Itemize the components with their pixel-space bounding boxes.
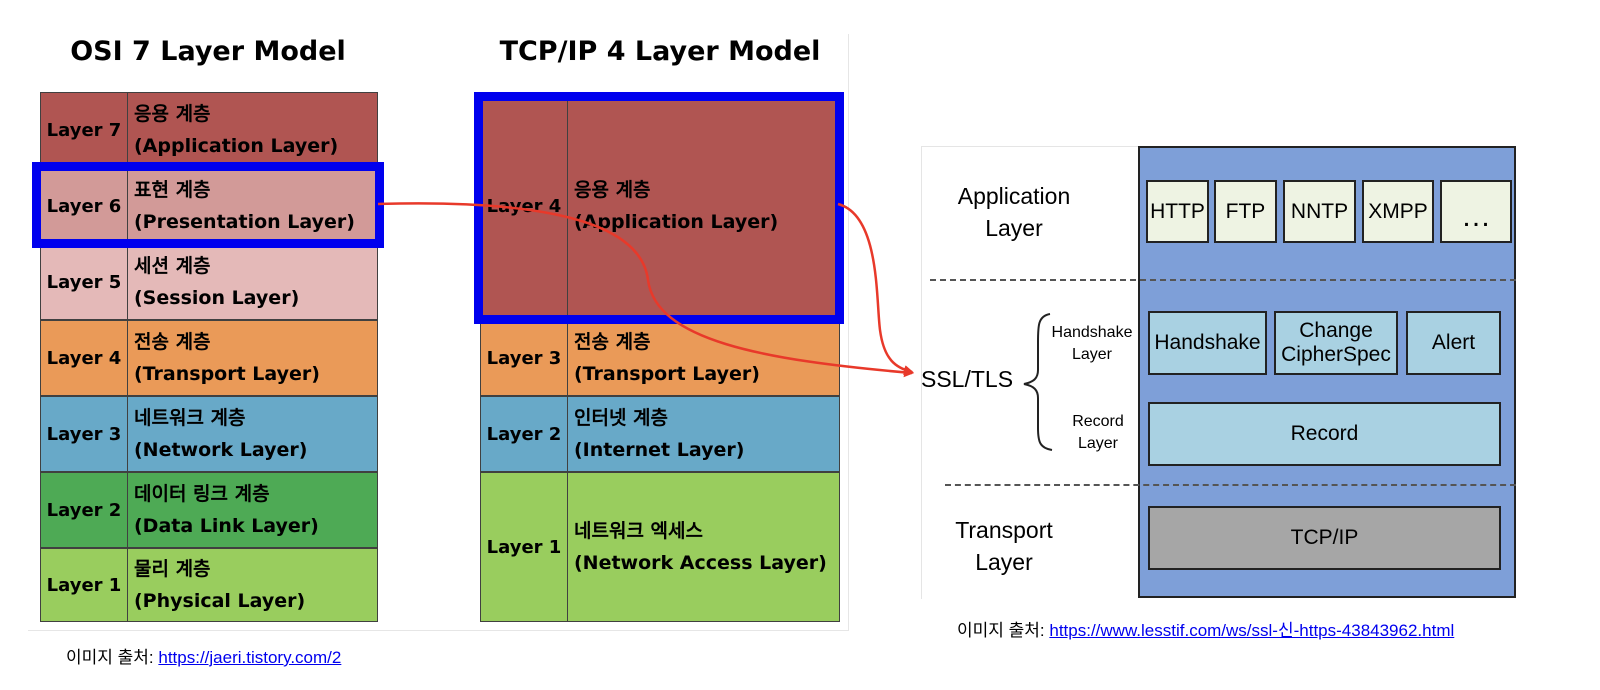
tcpip-layer-1: Layer 1 네트워크 엑세스 (Network Access Layer) (480, 472, 840, 622)
application-to-ssl-arrow (837, 202, 914, 375)
record-layer-label: Record Layer (1052, 411, 1144, 455)
curly-brace-icon (1023, 313, 1053, 451)
label-line: Application (957, 183, 1071, 209)
ssl-label-column (921, 146, 1140, 599)
label-line: Layer (985, 215, 1043, 241)
tcpip-layer-2: Layer 2 인터넷 계층 (Internet Layer) (480, 396, 840, 472)
label-line: Layer (1077, 435, 1119, 452)
layer-name-en: (Transport Layer) (134, 363, 320, 385)
layer-number: Layer 3 (41, 397, 128, 471)
tcpip-layer-3: Layer 3 전송 계층 (Transport Layer) (480, 320, 840, 396)
layer-name-en: (Physical Layer) (134, 590, 306, 612)
osi-layer-3: Layer 3 네트워크 계층 (Network Layer) (40, 396, 378, 472)
osi-layer-2: Layer 2 데이터 링크 계층 (Data Link Layer) (40, 472, 378, 548)
presentation-to-ssl-arrow (377, 202, 914, 378)
layer-name-en: (Data Link Layer) (134, 515, 319, 537)
tcp-ip-box: TCP/IP (1148, 506, 1501, 570)
layer-name-ko: 데이터 링크 계층 (134, 483, 270, 505)
divider-lower (945, 484, 1516, 486)
layer-name-en: (Network Layer) (134, 439, 308, 461)
handshake-box: Handshake (1148, 311, 1267, 375)
label-line: Handshake (1051, 324, 1133, 341)
more-protocols-box: … (1440, 180, 1512, 243)
layer-name-ko: 네트워크 계층 (134, 407, 246, 429)
change-cipherspec-box: Change CipherSpec (1274, 311, 1398, 375)
layer-number: Layer 2 (481, 397, 568, 471)
source-link[interactable]: https://jaeri.tistory.com/2 (158, 648, 342, 667)
transport-layer-label: Transport Layer (934, 514, 1074, 578)
osi-layer-1: Layer 1 물리 계층 (Physical Layer) (40, 548, 378, 622)
osi-title: OSI 7 Layer Model (70, 36, 346, 67)
layer-name-en: (Presentation Layer) (134, 211, 355, 233)
layer-number: Layer 6 (41, 169, 128, 243)
box-line: Change (1299, 319, 1373, 342)
handshake-layer-label: Handshake Layer (1046, 322, 1138, 366)
layer-number: Layer 5 (41, 245, 128, 319)
http-box: HTTP (1146, 180, 1209, 243)
layer-number: Layer 1 (41, 549, 128, 621)
xmpp-box: XMPP (1362, 180, 1434, 243)
divider-upper (930, 279, 1516, 281)
right-image-source: 이미지 출처: https://www.lesstif.com/ws/ssl-신… (957, 616, 1454, 641)
nntp-box: NNTP (1283, 180, 1356, 243)
layer-name-ko: 인터넷 계층 (574, 407, 669, 429)
layer-name-en: (Session Layer) (134, 287, 300, 309)
label-line: Layer (1071, 346, 1113, 363)
layer-number: Layer 3 (481, 321, 568, 395)
layer-name-en: (Application Layer) (134, 135, 339, 157)
layer-name-ko: 네트워크 엑세스 (574, 520, 703, 542)
layer-name-ko: 응용 계층 (574, 179, 651, 201)
layer-name-ko: 표현 계층 (134, 179, 211, 201)
left-image-source: 이미지 출처: https://jaeri.tistory.com/2 (66, 643, 341, 668)
layer-number: Layer 4 (41, 321, 128, 395)
layer-number: Layer 1 (481, 473, 568, 621)
label-line: Record (1072, 413, 1124, 430)
layer-name-en: (Transport Layer) (574, 363, 760, 385)
layer-name-ko: 전송 계층 (134, 331, 211, 353)
record-box: Record (1148, 402, 1501, 466)
label-line: Transport (955, 517, 1053, 543)
layer-name-ko: 물리 계층 (134, 558, 211, 580)
layer-name-en: (Network Access Layer) (574, 552, 827, 574)
label-line: Layer (975, 549, 1033, 575)
osi-layer-4: Layer 4 전송 계층 (Transport Layer) (40, 320, 378, 396)
tcpip-title: TCP/IP 4 Layer Model (499, 36, 821, 67)
ftp-box: FTP (1214, 180, 1277, 243)
osi-layer-5: Layer 5 세션 계층 (Session Layer) (40, 244, 378, 320)
ssl-tls-label: SSL/TLS (921, 366, 1014, 392)
source-prefix: 이미지 출처: (66, 648, 159, 667)
source-link[interactable]: https://www.lesstif.com/ws/ssl-신-https-4… (1049, 621, 1455, 640)
alert-box: Alert (1406, 311, 1501, 375)
layer-name-ko: 응용 계층 (134, 103, 211, 125)
application-layer-label: Application Layer (944, 180, 1084, 244)
layer-name-ko: 전송 계층 (574, 331, 651, 353)
source-prefix: 이미지 출처: (957, 621, 1050, 640)
layer-name-en: (Internet Layer) (574, 439, 745, 461)
layer-number: Layer 7 (41, 93, 128, 167)
box-line: CipherSpec (1281, 343, 1391, 366)
layer-name-en: (Application Layer) (574, 211, 779, 233)
layer-name-ko: 세션 계층 (134, 255, 211, 277)
layer-number: Layer 2 (41, 473, 128, 547)
